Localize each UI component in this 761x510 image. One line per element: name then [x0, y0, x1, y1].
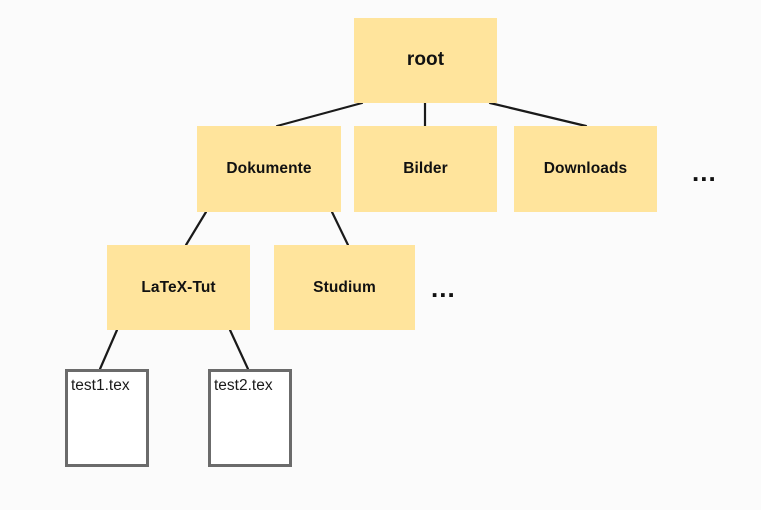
folder-node-studium[interactable]: Studium — [274, 245, 415, 330]
folder-label-dokumente: Dokumente — [226, 160, 312, 178]
ellipsis-level2: ... — [692, 157, 717, 187]
tree-edge-root-to-dokumente — [275, 101, 364, 128]
file-label-test1: test1.tex — [71, 377, 130, 394]
folder-label-bilder: Bilder — [403, 160, 448, 178]
file-node-test1[interactable]: test1.tex — [65, 369, 149, 467]
folder-label-latex-tut: LaTeX-Tut — [141, 278, 216, 296]
folder-label-root: root — [406, 49, 445, 71]
tree-edge-dokumente-to-latex-tut — [184, 210, 208, 247]
tree-edge-latex-tut-to-test1 — [98, 328, 119, 371]
folder-node-dokumente[interactable]: Dokumente — [197, 126, 341, 212]
tree-edge-root-to-downloads — [488, 101, 588, 128]
file-node-test2[interactable]: test2.tex — [208, 369, 292, 467]
tree-edge-dokumente-to-studium — [330, 210, 350, 247]
folder-label-studium: Studium — [313, 278, 376, 296]
folder-node-root[interactable]: root — [354, 18, 497, 103]
folder-label-downloads: Downloads — [543, 160, 628, 178]
folder-node-downloads[interactable]: Downloads — [514, 126, 657, 212]
folder-node-bilder[interactable]: Bilder — [354, 126, 497, 212]
ellipsis-level3: ... — [431, 273, 456, 303]
file-label-test2: test2.tex — [214, 377, 273, 394]
folder-node-latex-tut[interactable]: LaTeX-Tut — [107, 245, 250, 330]
tree-edge-latex-tut-to-test2 — [228, 328, 250, 371]
